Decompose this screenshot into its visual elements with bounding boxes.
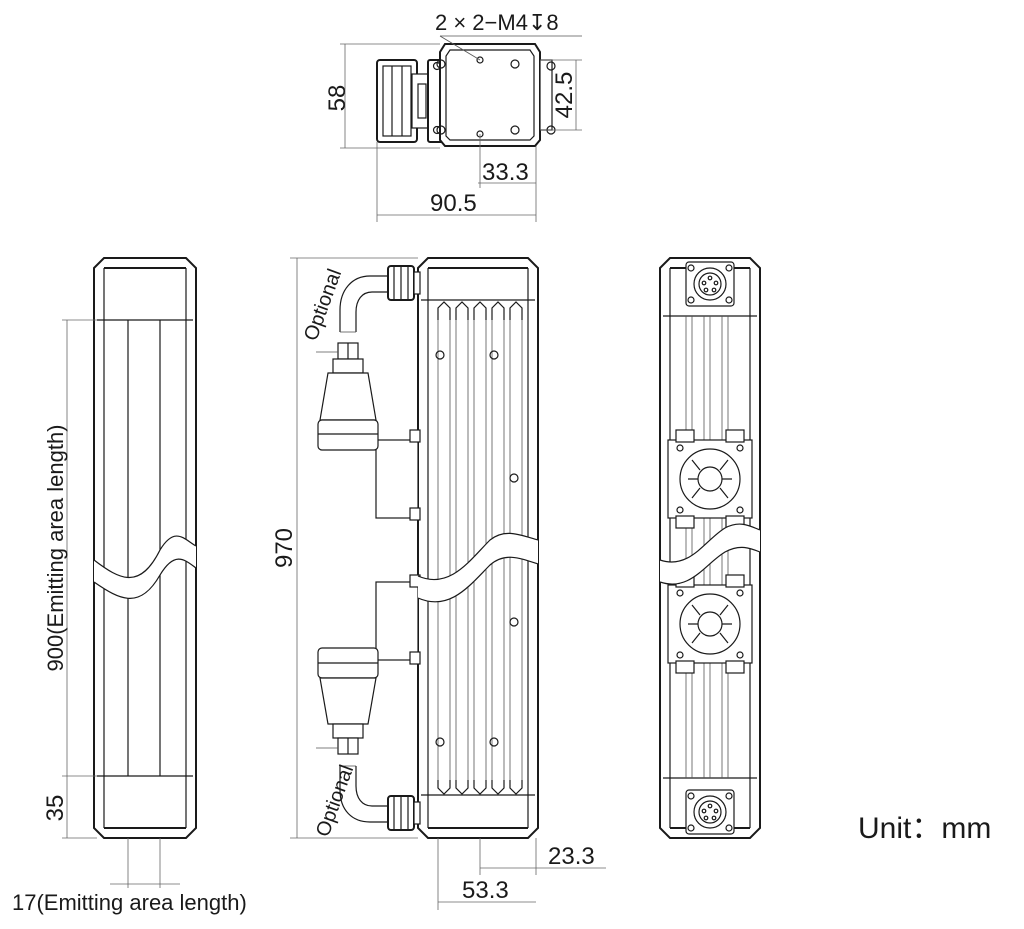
thread-callout: 2 × 2−M4↧8 [435,10,559,35]
unit-label: Unit：mm [858,812,991,845]
dim-33-3: 33.3 [482,159,529,186]
optional-label-top: Optional [300,266,346,344]
optional-label-bottom: Optional [312,762,358,840]
dim-17: 17(Emitting area length) [12,890,247,915]
dim-970: 970 [271,528,298,568]
dim-90-5: 90.5 [430,190,477,217]
dim-35: 35 [42,795,69,822]
dim-900: 900(Emitting area length) [43,424,68,671]
side-view: Optional Optional 970 53.3 23.3 [271,257,606,910]
rear-view [659,257,761,839]
front-view: 900(Emitting area length) 35 17(Emitting… [12,257,247,915]
dim-42-5: 42.5 [551,72,578,119]
dim-53-3: 53.3 [462,877,509,904]
top-view: 2 × 2−M4↧8 58 42.5 33.3 90.5 [324,10,582,222]
dim-23-3: 23.3 [548,843,595,870]
dim-58: 58 [324,85,351,112]
